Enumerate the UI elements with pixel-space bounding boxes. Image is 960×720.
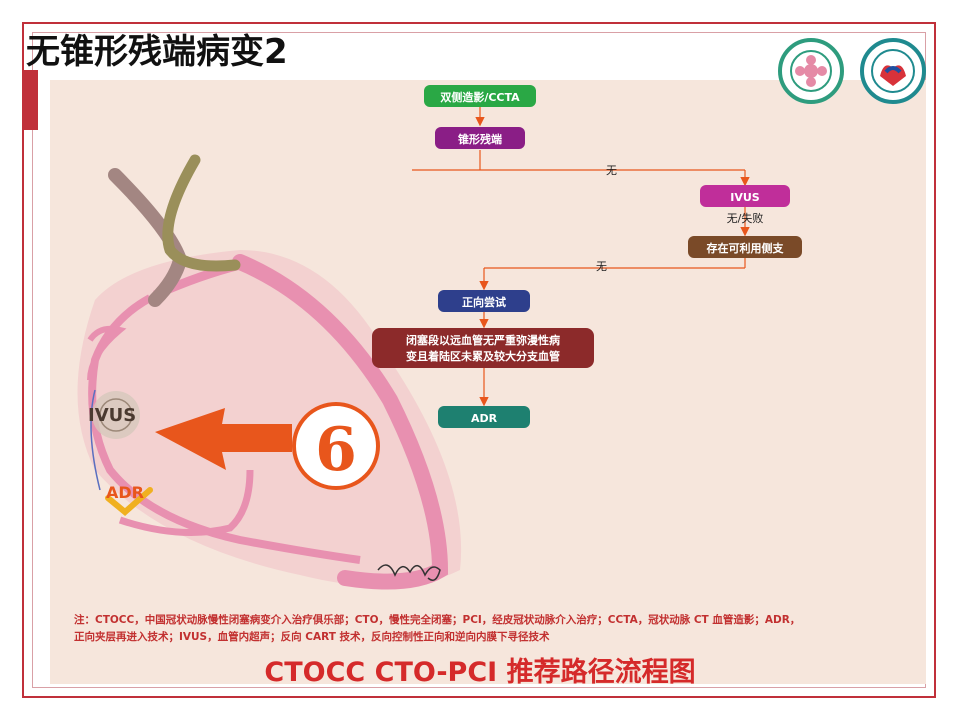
svg-text:锥形残端: 锥形残端 — [458, 132, 502, 146]
flow-node-adr: ADR — [438, 406, 530, 428]
slide-frame — [22, 22, 936, 698]
hospital-logo-icon — [778, 38, 844, 104]
flow-node-tapered-stump: 锥形残端 — [435, 127, 525, 149]
flow-node-collateral: 存在可利用侧支 — [688, 236, 802, 258]
edge-label-no-1: 无 — [606, 164, 617, 177]
arrow-left-icon — [155, 408, 292, 470]
svg-text:正向尝试: 正向尝试 — [462, 295, 506, 309]
footnote-line-2: 正向夹层再进入技术；IVUS，血管内超声；反向 CART 技术，反向控制性正向和… — [74, 631, 550, 643]
slide-title: 无锥形残端病变2 — [26, 32, 288, 72]
flowchart-title: CTOCC CTO-PCI 推荐路径流程图 — [264, 657, 696, 688]
ivus-illustration: IVUS — [88, 391, 140, 439]
flow-node-antegrade: 正向尝试 — [438, 290, 530, 312]
adr-label: ADR — [106, 483, 144, 502]
ivus-label: IVUS — [88, 405, 136, 426]
flow-node-ivus: IVUS — [700, 185, 790, 207]
flow-connectors — [412, 106, 750, 407]
step-number: 6 — [315, 415, 357, 485]
svg-text:ADR: ADR — [471, 412, 498, 425]
edge-label-no-2: 无 — [596, 260, 607, 273]
step-number-badge: 6 — [292, 402, 380, 490]
flow-node-angiography: 双侧造影/CCTA — [424, 85, 536, 107]
edge-label-no-fail: 无/失败 — [727, 211, 764, 225]
signature — [377, 564, 441, 581]
adr-illustration: ADR — [105, 483, 153, 516]
svg-text:IVUS: IVUS — [730, 191, 760, 204]
svg-text:闭塞段以远血管无严重弥漫性病: 闭塞段以远血管无严重弥漫性病 — [406, 333, 560, 347]
title-accent-bar — [22, 70, 38, 130]
svg-text:存在可利用侧支: 存在可利用侧支 — [707, 241, 785, 255]
flow-node-distal-vessel: 闭塞段以远血管无严重弥漫性病 变且着陆区未累及较大分支血管 — [372, 328, 594, 368]
svg-text:变且着陆区未累及较大分支血管: 变且着陆区未累及较大分支血管 — [406, 349, 560, 363]
footnote-line-1: 注：CTOCC，中国冠状动脉慢性闭塞病变介入治疗俱乐部；CTO，慢性完全闭塞；P… — [74, 614, 801, 626]
svg-text:双侧造影/CCTA: 双侧造影/CCTA — [440, 90, 520, 104]
institute-logo-icon — [860, 38, 926, 104]
heart-vessel-diagram — [77, 154, 462, 590]
footnote: 注：CTOCC，中国冠状动脉慢性闭塞病变介入治疗俱乐部；CTO，慢性完全闭塞；P… — [74, 612, 874, 646]
